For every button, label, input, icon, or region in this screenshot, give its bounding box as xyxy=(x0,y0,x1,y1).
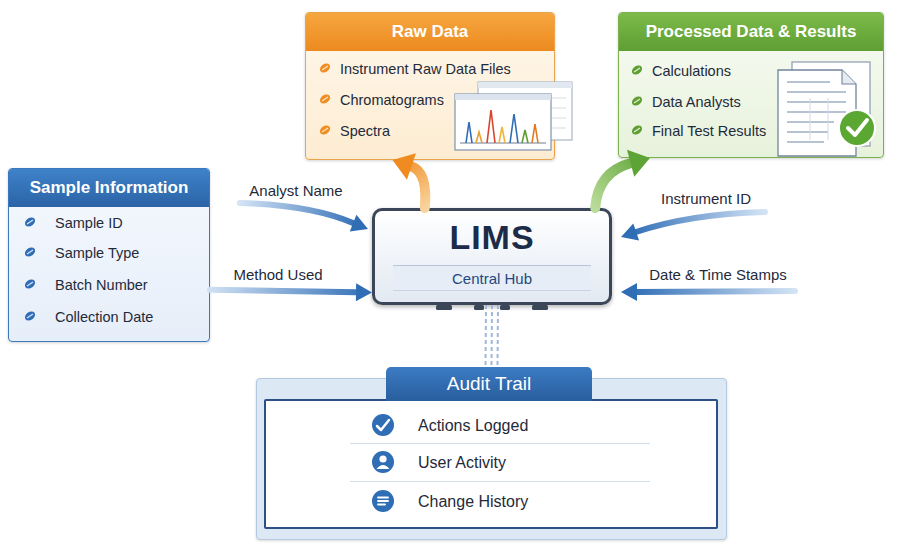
input-arrow xyxy=(621,283,795,301)
check-badge xyxy=(839,110,875,146)
hub-box: LIMS Central Hub xyxy=(372,208,612,305)
box-header: Sample Information xyxy=(9,169,209,207)
sample-info-box: Sample InformationSample ID Sample TypeBa… xyxy=(8,168,210,342)
box-header: Raw Data xyxy=(306,13,554,51)
connector xyxy=(393,153,426,208)
connector xyxy=(210,283,372,301)
list-item: Data Analysts xyxy=(652,92,741,112)
connector-shaft xyxy=(411,166,425,208)
text-lines xyxy=(787,82,846,142)
front-window xyxy=(455,94,551,150)
arrow-label: Date & Time Stamps xyxy=(608,265,828,285)
audit-icons xyxy=(372,414,394,512)
peak xyxy=(499,127,505,143)
list-item: Chromatograms xyxy=(340,90,444,110)
list-item: Calculations xyxy=(652,61,731,81)
log-item: Actions Logged xyxy=(418,415,528,437)
icon-circle xyxy=(372,414,394,436)
connector xyxy=(595,150,650,208)
input-arrow xyxy=(621,212,765,240)
dashed-link xyxy=(497,305,500,366)
audit-dividers xyxy=(350,444,650,482)
list-item: Batch Number xyxy=(55,275,148,295)
log-item: User Activity xyxy=(418,452,506,474)
user-icon-head xyxy=(379,455,386,462)
foot xyxy=(532,305,548,310)
arrow-head xyxy=(627,150,650,177)
blue-bullets xyxy=(23,216,37,323)
arrow-head xyxy=(350,215,368,232)
arrow-head xyxy=(356,283,372,301)
audit-tab: Audit Trail xyxy=(386,367,592,401)
bullet-shine xyxy=(27,220,33,318)
peak xyxy=(532,124,538,143)
bullet-shine xyxy=(634,68,640,132)
hub-title: LIMS xyxy=(375,213,609,261)
arrow-shaft xyxy=(637,291,795,292)
arrow-shaft xyxy=(240,203,353,223)
list-icon xyxy=(378,498,388,505)
divider-line xyxy=(350,444,650,482)
peak xyxy=(522,130,528,143)
log-item: Change History xyxy=(418,491,528,513)
connector-shaft xyxy=(595,163,630,208)
peak xyxy=(510,114,518,143)
input-arrow xyxy=(240,203,368,232)
icon-circle xyxy=(372,451,394,473)
list-item: Instrument Raw Data Files xyxy=(340,59,511,79)
orange-bullets xyxy=(318,62,332,137)
arrow-head xyxy=(393,153,416,180)
box-header: Processed Data & Results xyxy=(619,13,883,51)
foot xyxy=(500,305,510,310)
connector xyxy=(486,305,499,366)
arrow-head xyxy=(621,223,639,240)
list-item: Collection Date xyxy=(55,307,153,327)
arrow-label: Instrument ID xyxy=(596,189,816,209)
baseline xyxy=(460,143,546,144)
icon-circle xyxy=(372,490,394,512)
check-icon xyxy=(377,420,389,430)
window-bar xyxy=(478,82,572,88)
document-illustration xyxy=(778,62,875,156)
green-bullets xyxy=(630,64,644,137)
dashed-link xyxy=(491,305,494,366)
window-bar xyxy=(455,94,551,100)
list-item: Sample ID xyxy=(55,213,123,233)
chromatogram-illustration xyxy=(455,82,572,150)
user-icon-body xyxy=(377,465,390,469)
connector-label: Method Used xyxy=(178,265,378,285)
list-item: Sample Type xyxy=(55,243,139,263)
hub-subtitle: Central Hub xyxy=(393,265,591,291)
arrow-head xyxy=(621,283,637,301)
front-page xyxy=(778,70,856,156)
foot xyxy=(474,305,484,310)
connector-shaft xyxy=(210,290,356,292)
peak xyxy=(466,122,472,143)
check-mark xyxy=(848,120,867,135)
arrow-shaft xyxy=(636,212,765,232)
peak xyxy=(476,132,482,143)
page-fold xyxy=(842,70,856,84)
bullet-shine xyxy=(322,66,328,132)
peak xyxy=(487,110,495,143)
arrow-label: Analyst Name xyxy=(186,181,406,201)
list-item: Spectra xyxy=(340,121,390,141)
audit-trail-box: Audit TrailActions LoggedUser ActivityCh… xyxy=(256,378,727,540)
dashed-link xyxy=(485,305,488,366)
list-item: Final Test Results xyxy=(652,121,766,141)
table-lines xyxy=(810,98,828,140)
foot xyxy=(436,305,452,310)
